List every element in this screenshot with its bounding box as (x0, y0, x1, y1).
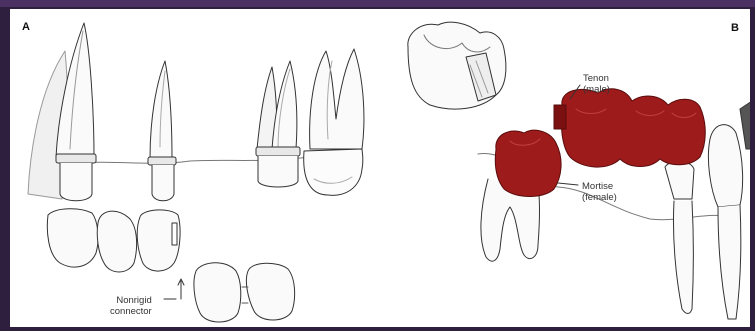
connector-pointer (164, 279, 184, 299)
restoration-mortise-crown (495, 130, 561, 196)
nonrigid-label-line2: connector (110, 306, 152, 317)
nonrigid-connector-units (194, 263, 295, 322)
mortise-leader (558, 183, 578, 185)
bridge-units-a (47, 209, 180, 272)
prepared-molar-tooth (256, 61, 300, 187)
canine-natural-tooth (708, 125, 742, 319)
prepared-premolar-tooth (148, 61, 176, 201)
mortise-label-line2: (female) (582, 192, 617, 203)
illustration-panel: A B Nonrigid connector Tenon (male) Mort… (10, 9, 750, 327)
nonrigid-connector-label: Nonrigid connector (110, 295, 152, 317)
panel-a-drawing (28, 23, 364, 322)
natural-molar-tooth (304, 49, 364, 195)
tenon-label: Tenon (male) (583, 73, 610, 95)
panel-b-letter: B (731, 22, 739, 34)
dental-illustration (10, 9, 750, 327)
panel-b-drawing (408, 22, 750, 319)
nonrigid-label-line1: Nonrigid (110, 295, 152, 306)
mortise-crown-detail (408, 22, 506, 109)
mortise-label-line1: Mortise (582, 181, 617, 192)
slide-top-accent (0, 0, 755, 7)
panel-a-letter: A (22, 21, 30, 33)
tenon-label-line2: (male) (583, 84, 610, 95)
restoration-tenon-bridge (554, 89, 705, 167)
prepared-canine-tooth (28, 23, 96, 201)
edge-tooth-fragment (740, 101, 750, 149)
premolar-abutment-tooth (665, 161, 694, 313)
tenon-label-line1: Tenon (583, 73, 610, 84)
mortise-label: Mortise (female) (582, 181, 617, 203)
